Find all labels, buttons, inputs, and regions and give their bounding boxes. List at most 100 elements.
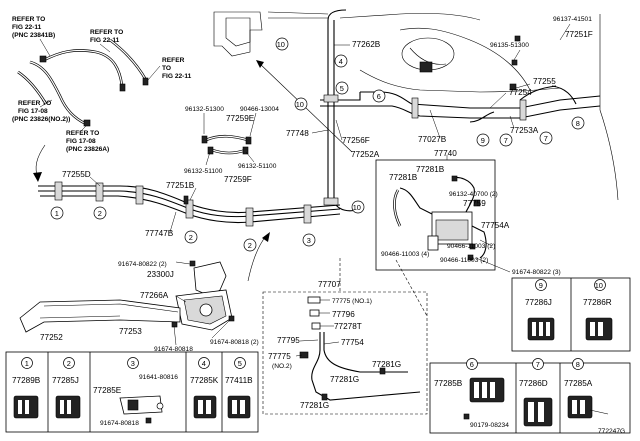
callout-7b: 7 xyxy=(544,134,548,143)
label-77775-no2-part: 77775 xyxy=(268,352,291,361)
label-96132-51100-b: 96132-51100 xyxy=(238,163,277,170)
label-96135-51300: 96135-51300 xyxy=(490,42,529,49)
label-77281G-a: 77281G xyxy=(372,360,401,369)
label-90466-11003-2a: 90466-11003 (2) xyxy=(447,243,495,250)
ref-fig22-a-line1: REFER TO xyxy=(12,16,45,23)
center-vertical-line xyxy=(320,9,366,212)
label-77255D: 77255D xyxy=(62,170,91,179)
ref-fig17-b-line1: REFER TO xyxy=(18,100,51,107)
label-91674-80818-2: 91674-80818 (2) xyxy=(210,339,259,346)
pointer-head-center xyxy=(256,60,264,68)
label-91674-80822-2: 91674-80822 (2) xyxy=(118,261,167,268)
direction-arrow-center-head xyxy=(262,232,270,242)
callout-10c: 10 xyxy=(353,203,361,212)
label-96137-41501: 96137-41501 xyxy=(553,16,592,23)
bracket-pump-assembly xyxy=(19,260,235,333)
box9-number: 9 xyxy=(539,281,543,290)
label-90466-11003-4: 90466-11003 (4) xyxy=(381,251,429,258)
label-77707: 77707 xyxy=(318,280,341,289)
box6-bolt: 90179-08234 xyxy=(470,422,509,429)
label-77255: 77255 xyxy=(533,77,556,86)
label-77251F: 77251F xyxy=(565,30,593,39)
box5-number: 5 xyxy=(238,359,242,368)
box3-number: 3 xyxy=(131,359,135,368)
ref-fig17-a-line1: REFER TO xyxy=(66,130,99,137)
label-77281B-b: 77281B xyxy=(389,173,418,182)
label-77251B: 77251B xyxy=(166,181,195,190)
box2-part: 77285J xyxy=(52,376,79,385)
callout-2c: 2 xyxy=(248,241,252,250)
callout-10a: 10 xyxy=(277,40,285,49)
ref-fig17-a-line2: FIG 17-08 xyxy=(66,138,96,145)
figure-code: 772247G xyxy=(598,428,625,435)
box6-number: 6 xyxy=(470,360,474,369)
label-77281G-c: 77281G xyxy=(300,401,329,410)
ref-fig22-b-line2: FIG 22-11 xyxy=(90,37,120,44)
clip-box-9-10: 9 10 77286J 77286R xyxy=(511,277,631,352)
box3-nut: 91674-80818 xyxy=(100,420,139,427)
hoses-77259 xyxy=(201,134,252,155)
callout-4: 4 xyxy=(339,57,343,66)
label-77759: 77759 xyxy=(463,199,486,208)
ref-fig17-b-line2: FIG 17-08 xyxy=(18,108,48,115)
main-fuel-line xyxy=(38,181,341,227)
box3-bolt: 91641-80816 xyxy=(139,374,178,381)
callout-2b: 2 xyxy=(189,233,193,242)
box7-number: 7 xyxy=(536,360,540,369)
hose-kit-box xyxy=(262,291,428,415)
direction-arrow-left-head xyxy=(33,172,42,182)
label-77281G-b: 77281G xyxy=(330,375,359,384)
callout-9: 9 xyxy=(481,136,485,145)
callout-8: 8 xyxy=(576,119,580,128)
box2-number: 2 xyxy=(67,359,71,368)
ref-fig22-b-line1: REFER TO xyxy=(90,29,123,36)
clip-boxes-6-8: 6 7 8 77285B 90179-08234 77286D 77285A xyxy=(429,358,631,434)
label-77259F: 77259F xyxy=(224,175,252,184)
callout-7a: 7 xyxy=(504,136,508,145)
label-77252A: 77252A xyxy=(351,150,380,159)
label-90466-11003-2b: 90466-11003 (2) xyxy=(440,257,488,264)
box3-part: 77285E xyxy=(93,386,122,395)
clip-boxes-1-5: 1 2 3 4 5 77289B 77285J 77285E 91641-808… xyxy=(5,351,259,433)
box10-number: 10 xyxy=(595,281,603,290)
label-77278T: 77278T xyxy=(334,322,362,331)
label-77253: 77253 xyxy=(119,327,142,336)
box4-number: 4 xyxy=(202,359,206,368)
label-77252: 77252 xyxy=(40,333,63,342)
label-77266A: 77266A xyxy=(140,291,169,300)
label-90466-13004: 90466-13004 xyxy=(240,106,279,113)
canister-assembly xyxy=(393,175,487,261)
box4-part: 77285K xyxy=(190,376,219,385)
tank-side-lines xyxy=(360,35,601,123)
ref-fig22-c-line2: TO xyxy=(162,65,171,72)
box5-part: 77411B xyxy=(225,376,253,385)
label-77747B: 77747B xyxy=(145,229,174,238)
label-91674-80822-3: 91674-80822 (3) xyxy=(512,269,561,276)
ref-fig22-c-line1: REFER xyxy=(162,57,185,64)
hose-kit-parts xyxy=(299,296,421,401)
label-96132-40700: 96132-40700 (2) xyxy=(449,191,498,198)
callout-6: 6 xyxy=(377,92,381,101)
callout-10b: 10 xyxy=(296,100,304,109)
label-77754: 77754 xyxy=(341,338,364,347)
label-77754A: 77754A xyxy=(481,221,510,230)
ref-fig22-a-line2: FIG 22-11 xyxy=(12,24,42,31)
top-left-hoses xyxy=(17,38,161,133)
box1-number: 1 xyxy=(25,359,29,368)
canister-box xyxy=(375,159,496,271)
box7-part: 77286D xyxy=(519,379,548,388)
box10-part: 77286R xyxy=(583,298,612,307)
label-91674-80818: 91674-80818 xyxy=(154,346,193,353)
ref-fig17-b-line3: (PNC 23826(NO.2)) xyxy=(12,116,70,123)
callout-1: 1 xyxy=(55,209,59,218)
box8-part: 77285A xyxy=(564,379,593,388)
label-77795: 77795 xyxy=(277,336,300,345)
reference-notes: REFER TO FIG 22-11 (PNC 23841B) REFER TO… xyxy=(12,16,192,153)
box9-part: 77286J xyxy=(525,298,552,307)
label-77281B-a: 77281B xyxy=(416,165,445,174)
label-23300J: 23300J xyxy=(147,270,174,279)
label-77748: 77748 xyxy=(286,129,309,138)
label-77259E: 77259E xyxy=(226,114,255,123)
tank-bracket-area xyxy=(213,11,619,201)
